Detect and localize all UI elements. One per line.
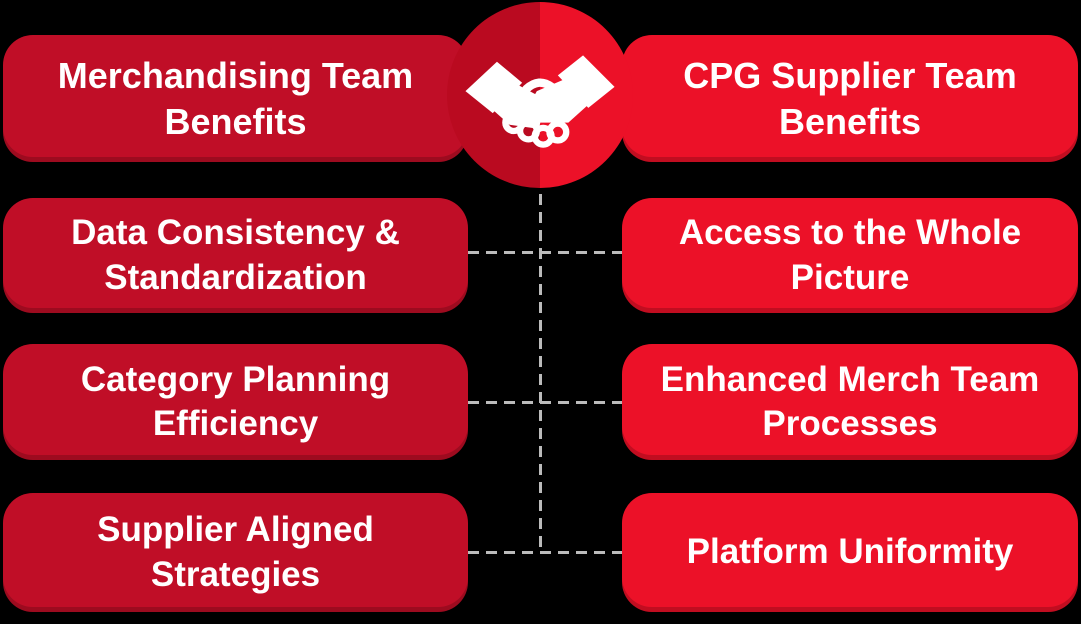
center-dashed-line [539,194,542,554]
connector-row-4 [468,551,622,554]
cpg-supplier-benefits-header: CPG Supplier Team Benefits [622,35,1078,162]
connector-row-3 [468,401,622,404]
supplier-aligned-box: Supplier Aligned Strategies [3,493,468,612]
access-whole-picture-box: Access to the Whole Picture [622,198,1078,313]
platform-uniformity-box: Platform Uniformity [622,493,1078,612]
merchandising-benefits-header: Merchandising Team Benefits [3,35,468,162]
data-consistency-box: Data Consistency & Standardization [3,198,468,313]
category-planning-box: Category Planning Efficiency [3,344,468,460]
enhanced-merch-processes-box: Enhanced Merch Team Processes [622,344,1078,460]
connector-row-2 [468,251,622,254]
handshake-icon [465,54,615,148]
handshake-badge [447,2,633,188]
